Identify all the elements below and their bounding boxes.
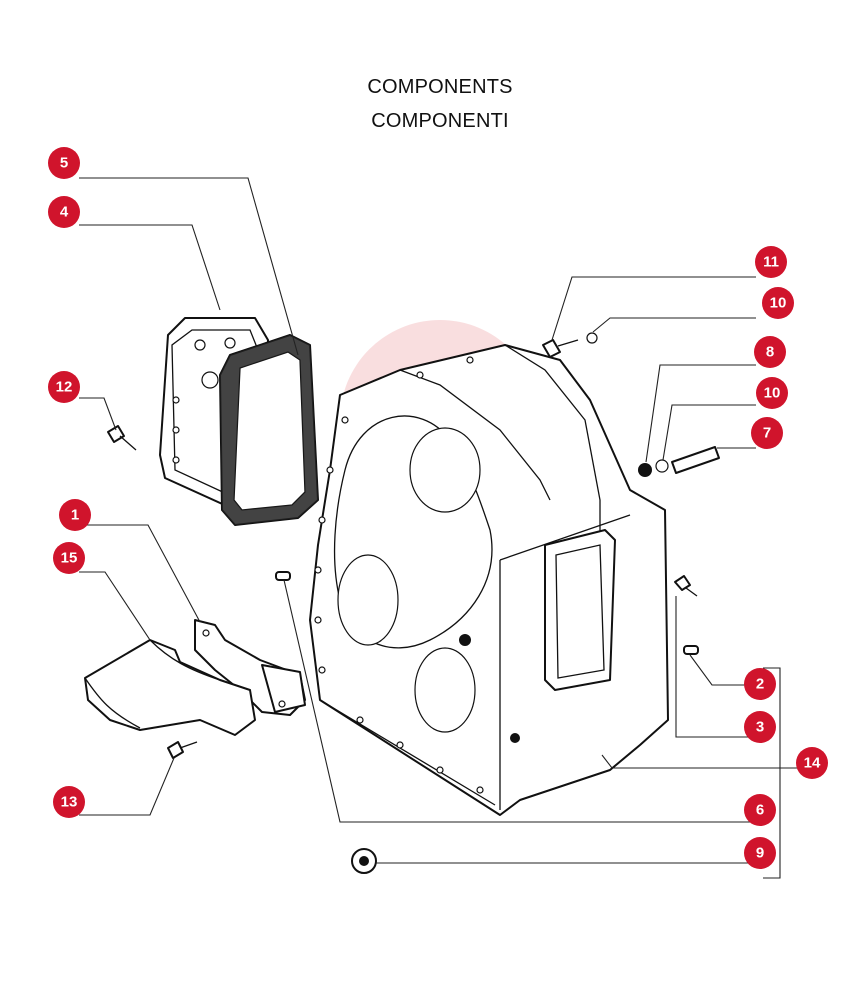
part-main-housing	[309, 344, 669, 816]
part-bolt-11	[542, 339, 579, 358]
part-bolt-13	[167, 741, 198, 759]
callout-10-top-label: 10	[770, 295, 787, 312]
part-gasket	[219, 334, 319, 526]
callout-15-label: 15	[61, 550, 78, 567]
callout-5: 5	[48, 147, 80, 179]
callout-14: 14	[796, 747, 828, 779]
callout-10-right-label: 10	[764, 385, 781, 402]
callout-8: 8	[754, 336, 786, 368]
part-dowel-2	[683, 645, 699, 655]
callout-13: 13	[53, 786, 85, 818]
callout-6: 6	[744, 794, 776, 826]
callout-3-label: 3	[756, 719, 764, 736]
callout-1: 1	[59, 499, 91, 531]
part-washer-10-right	[655, 459, 669, 473]
callout-8-label: 8	[766, 344, 774, 361]
callout-7-label: 7	[763, 425, 771, 442]
callout-3: 3	[744, 711, 776, 743]
part-shield-15	[84, 639, 256, 736]
callouts: 5 4 12 1 15 13 11 10 8	[48, 147, 828, 869]
callout-2-label: 2	[756, 676, 764, 693]
callout-6-label: 6	[756, 802, 764, 819]
leader-lines	[79, 177, 800, 879]
callout-9: 9	[744, 837, 776, 869]
callout-11-label: 11	[763, 254, 779, 271]
part-plug-9	[351, 848, 377, 874]
part-bolt-12	[107, 425, 137, 451]
part-plate-1	[194, 619, 306, 716]
part-stud-7	[671, 446, 720, 474]
callout-11: 11	[755, 246, 787, 278]
part-screw-3	[674, 575, 698, 597]
callout-2: 2	[744, 668, 776, 700]
part-nut-8	[638, 463, 652, 477]
title-line-2: COMPONENTI	[371, 110, 509, 132]
part-washer-10-top	[586, 332, 598, 344]
callout-10-right: 10	[756, 377, 788, 409]
callout-9-label: 9	[756, 845, 764, 862]
callout-13-label: 13	[61, 794, 78, 811]
title-line-1: COMPONENTS	[367, 76, 513, 98]
part-dowel-6	[275, 571, 291, 581]
callout-4-label: 4	[60, 204, 69, 221]
callout-15: 15	[53, 542, 85, 574]
callout-12-label: 12	[56, 379, 73, 396]
callout-14-label: 14	[804, 755, 821, 772]
callout-7: 7	[751, 417, 783, 449]
callout-5-label: 5	[60, 155, 68, 172]
callout-1-label: 1	[71, 507, 79, 524]
callout-10-top: 10	[762, 287, 794, 319]
callout-4: 4	[48, 196, 80, 228]
callout-12: 12	[48, 371, 80, 403]
